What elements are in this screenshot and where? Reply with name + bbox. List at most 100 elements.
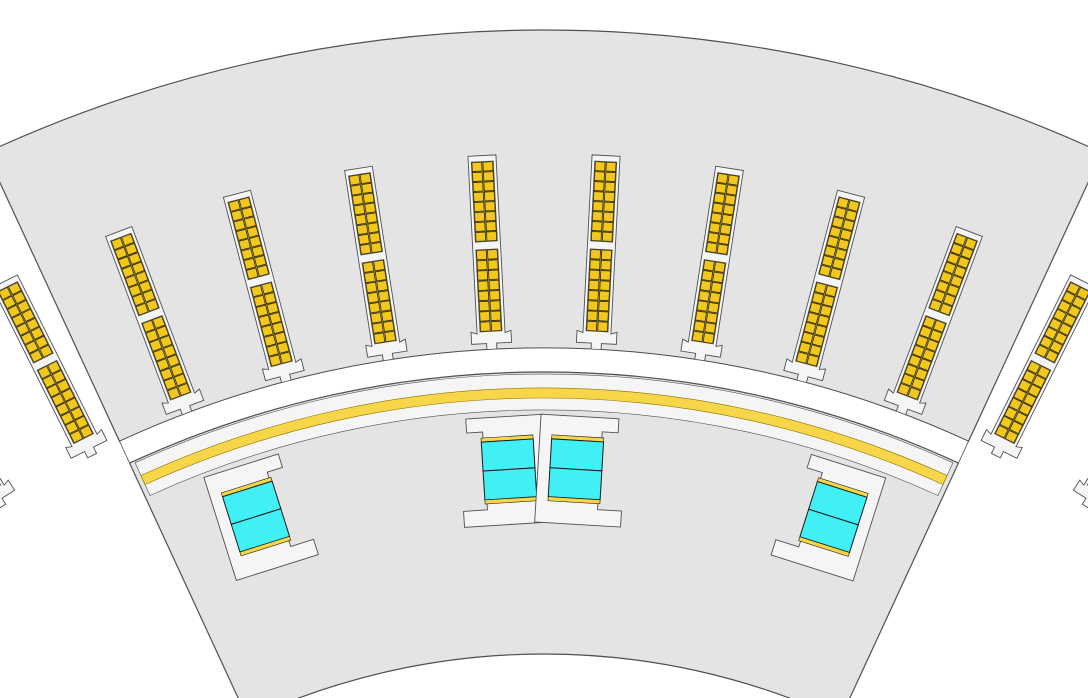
retaining-sleeve <box>140 387 948 485</box>
conductor <box>714 182 727 194</box>
conductor <box>696 300 709 312</box>
conductor <box>694 310 708 323</box>
conductor <box>477 280 489 292</box>
conductor <box>932 319 947 333</box>
conductor <box>592 191 605 202</box>
conductor <box>6 304 21 319</box>
conductor <box>362 261 375 274</box>
conductor <box>263 334 277 347</box>
conductor <box>482 161 494 172</box>
coil-layer-1 <box>818 196 861 281</box>
conductor <box>598 300 610 312</box>
conductor <box>51 369 66 384</box>
conductor <box>74 415 89 430</box>
conductor <box>250 284 264 298</box>
conductor <box>16 299 31 314</box>
conductor <box>487 269 500 281</box>
conductor <box>255 304 269 318</box>
conductor <box>279 351 293 364</box>
conductor <box>233 218 246 232</box>
conductor <box>994 424 1009 439</box>
conductor <box>598 290 610 302</box>
conductor <box>918 357 932 372</box>
conductor <box>942 293 957 307</box>
coil-layer-1 <box>227 196 270 281</box>
coil-layer-1 <box>704 172 740 256</box>
conductor <box>274 331 288 345</box>
conductor <box>599 280 611 292</box>
conductor <box>34 335 49 350</box>
conductor <box>484 201 496 212</box>
conductor <box>587 300 599 311</box>
conductor <box>806 354 820 367</box>
conductor <box>711 202 724 214</box>
conductor <box>897 382 911 397</box>
conductor <box>2 295 17 310</box>
conductor <box>384 330 397 343</box>
conductor <box>1058 322 1073 337</box>
conductor <box>702 259 715 272</box>
coil-layer-2 <box>141 315 192 401</box>
conductor <box>710 212 723 224</box>
conductor <box>121 265 135 279</box>
conductor <box>716 172 729 185</box>
conductor <box>1048 317 1063 332</box>
conductor <box>120 233 135 247</box>
conductor <box>56 378 71 393</box>
conductor <box>699 279 712 292</box>
conductor <box>1061 290 1076 305</box>
conductor <box>918 325 933 339</box>
conductor <box>359 243 372 255</box>
conductor <box>589 248 602 260</box>
conductor <box>476 259 488 271</box>
conductor <box>366 291 380 304</box>
stator <box>0 29 1088 513</box>
conductor <box>29 349 44 363</box>
conductor <box>1026 360 1041 375</box>
conductor <box>722 204 735 216</box>
stator-slot-12 <box>1072 334 1088 513</box>
conductor <box>839 228 853 241</box>
stator-slot-10 <box>883 225 983 417</box>
conductor <box>1017 378 1032 393</box>
conductor <box>370 312 383 324</box>
coil-layer-1 <box>0 281 54 364</box>
conductor <box>483 191 496 202</box>
conductor <box>921 348 936 362</box>
conductor <box>1036 365 1051 380</box>
conductor <box>479 310 491 322</box>
conductor <box>708 222 721 234</box>
conductor <box>7 281 22 296</box>
conductor <box>705 241 718 254</box>
conductor <box>834 247 848 261</box>
conductor <box>256 264 270 277</box>
coil-layer-1 <box>110 232 160 317</box>
conductor <box>483 181 495 192</box>
conductor <box>374 269 387 282</box>
conductor <box>950 242 964 256</box>
stator-slot-5 <box>344 165 408 363</box>
conductor <box>472 191 485 203</box>
conductor <box>472 181 484 193</box>
conductor <box>953 233 968 247</box>
conductor <box>41 374 57 389</box>
conductor <box>365 281 378 294</box>
conductor <box>922 315 936 329</box>
conductor <box>380 310 394 323</box>
conductor <box>173 373 188 387</box>
conductor <box>246 225 260 239</box>
conductor <box>603 191 616 203</box>
coil-layer-2 <box>691 259 727 345</box>
rotor <box>128 371 960 698</box>
conductor <box>354 213 367 226</box>
conductor <box>47 360 62 375</box>
conductor <box>489 289 501 301</box>
conductor <box>727 174 740 186</box>
conductor <box>1052 308 1067 323</box>
conductor <box>138 280 153 294</box>
conductor <box>814 281 827 295</box>
conductor <box>238 196 252 210</box>
coil-layer-2 <box>36 359 94 445</box>
conductor <box>822 294 835 308</box>
conductor <box>268 354 282 367</box>
